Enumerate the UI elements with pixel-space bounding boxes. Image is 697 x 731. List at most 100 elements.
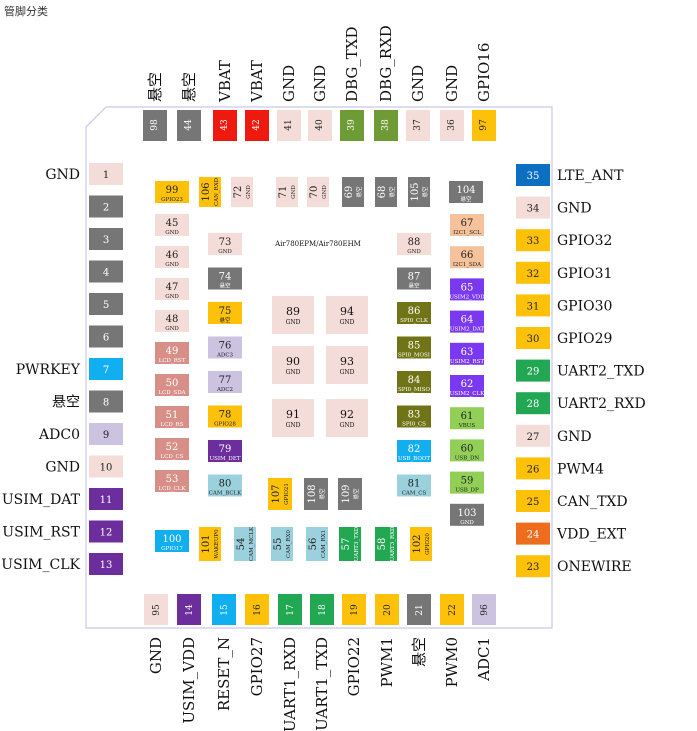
pad-number: 89 <box>286 305 300 318</box>
pad-59 <box>450 471 484 494</box>
pad-label: ADC2 <box>216 387 233 393</box>
pad-107 <box>268 478 292 510</box>
pin-98 <box>143 110 167 141</box>
pin-number: 42 <box>252 119 262 130</box>
pad-label: CAM_CS <box>402 491 427 497</box>
chip-name: Air780EPM/Air780EHM <box>274 240 361 248</box>
pad-number: 91 <box>286 408 300 421</box>
pin-label: PWRKEY <box>16 362 81 378</box>
pin-number: 16 <box>253 604 263 616</box>
pad-50 <box>155 374 189 396</box>
pad-54 <box>234 527 256 561</box>
pin-label: UART1_RXD <box>281 637 299 731</box>
pad-label: CAM_RX1 <box>321 530 327 558</box>
pin-95 <box>144 594 168 625</box>
pin-21 <box>407 594 431 625</box>
pad-number: 105 <box>410 182 421 201</box>
pad-60 <box>450 439 484 462</box>
pad-70 <box>307 177 329 207</box>
pin-44 <box>177 110 201 141</box>
pin-43 <box>213 110 237 141</box>
pad-number: 48 <box>166 314 179 325</box>
pad-80 <box>208 474 242 497</box>
pin-label: GND <box>409 65 427 102</box>
pad-label: GND <box>291 185 297 199</box>
pin-label: CAN_TXD <box>557 494 628 510</box>
pad-label: GND <box>165 230 179 236</box>
pad-label: GND <box>340 369 355 376</box>
pad-47 <box>155 278 189 300</box>
pad-number: 86 <box>408 306 421 317</box>
pad-number: 63 <box>461 347 474 358</box>
pad-label: 悬空 <box>352 488 360 500</box>
pad-label: WAKEUP0 <box>214 529 220 559</box>
pad-label: 悬空 <box>388 186 396 198</box>
pin-label: GPIO32 <box>557 233 612 249</box>
pin-4 <box>89 260 123 283</box>
pad-label: USIM2_CLK <box>450 391 485 397</box>
pin-39 <box>340 110 364 141</box>
pad-number: 78 <box>219 410 232 421</box>
pad-53 <box>155 470 189 492</box>
pin-42 <box>245 110 269 141</box>
pad-number: 51 <box>166 410 179 421</box>
pin-30 <box>516 327 550 349</box>
pin-label: UART2_TXD <box>557 364 645 380</box>
pad-number: 70 <box>309 186 320 199</box>
pin-40 <box>308 110 332 141</box>
pin-31 <box>516 294 550 317</box>
pad-number: 80 <box>219 479 232 490</box>
pin-14 <box>177 594 201 625</box>
pin-number: 39 <box>347 119 357 131</box>
pad-number: 103 <box>457 508 476 519</box>
pin-10 <box>89 455 123 478</box>
pin-label: VDD_EXT <box>556 527 627 543</box>
pin-26 <box>516 457 550 480</box>
center-pad-93 <box>326 346 368 384</box>
pad-label: GPIO20 <box>425 533 431 555</box>
pad-101 <box>199 527 221 561</box>
pad-number: 49 <box>166 346 179 357</box>
pad-104 <box>449 181 483 203</box>
pad-87 <box>397 267 431 290</box>
pin-number: 27 <box>527 432 540 443</box>
pin-number: 1 <box>103 170 109 181</box>
pin-28 <box>516 392 550 415</box>
pin-number: 30 <box>527 334 540 345</box>
pad-label: GND <box>165 326 179 332</box>
pin-16 <box>245 594 269 625</box>
pad-81 <box>397 474 431 497</box>
pad-number: 73 <box>219 237 232 248</box>
pad-number: 92 <box>340 408 354 421</box>
pad-number: 46 <box>166 250 179 261</box>
pin-23 <box>516 555 550 578</box>
pin-number: 40 <box>315 119 325 131</box>
pin-number: 96 <box>480 604 490 616</box>
pad-label: LCD_RST <box>159 358 186 364</box>
pad-79 <box>208 440 242 462</box>
chip-outline <box>85 106 553 629</box>
pad-label: LCD_RS <box>161 422 184 428</box>
pad-label: GND <box>460 520 474 526</box>
pad-label: 悬空 <box>408 282 420 290</box>
pin-number: 17 <box>286 604 296 616</box>
pad-number: 100 <box>162 534 181 545</box>
pad-number: 59 <box>461 476 474 487</box>
pad-84 <box>397 371 431 393</box>
pin-25 <box>516 490 550 512</box>
pad-label: ADC3 <box>216 353 234 359</box>
pad-number: 107 <box>271 484 282 503</box>
pad-label: USB_BOOT <box>398 456 430 462</box>
pin-6 <box>89 325 123 348</box>
pad-number: 52 <box>166 442 179 453</box>
pin-number: 35 <box>527 171 540 182</box>
pad-label: GPIO23 <box>161 197 183 203</box>
pad-number: 87 <box>408 272 421 283</box>
pin-34 <box>516 196 550 219</box>
pad-83 <box>397 405 431 428</box>
pin-number: 95 <box>152 604 162 616</box>
pad-label: GND <box>340 422 355 429</box>
pin-label: GND <box>557 429 592 445</box>
pad-number: 69 <box>344 186 355 199</box>
